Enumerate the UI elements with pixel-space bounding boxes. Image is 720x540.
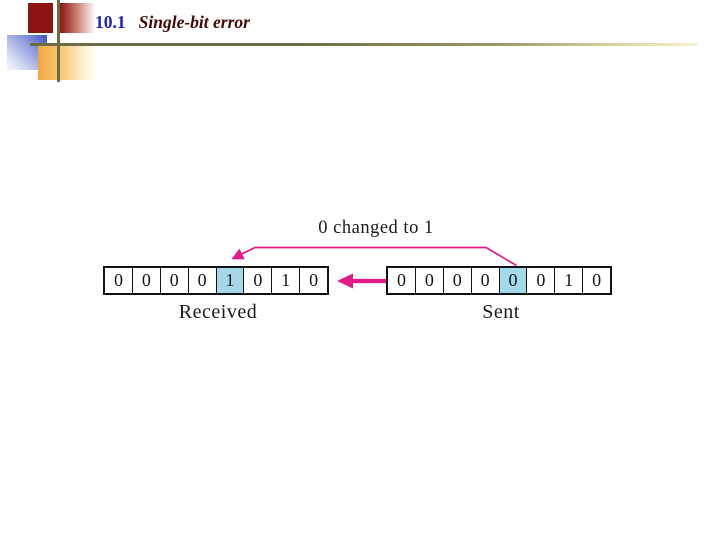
sent-label: Sent [482, 301, 520, 323]
bit-cell: 1 [272, 268, 301, 293]
page-title: Single-bit error [138, 12, 250, 32]
bit-cell: 0 [415, 268, 444, 293]
decor-red-fade [60, 3, 97, 33]
bit-cell: 0 [443, 268, 472, 293]
bit-cell: 0 [471, 268, 500, 293]
decor-vertical-line [57, 0, 60, 82]
decor-red-square [28, 3, 53, 33]
received-register: 0 0 0 0 1 0 1 0 [103, 266, 330, 295]
bit-cell-error: 1 [216, 268, 245, 293]
diagram-caption: 0 changed to 1 [318, 218, 434, 238]
bit-cell: 0 [132, 268, 161, 293]
slide-header: 10.1 Single-bit error [95, 12, 250, 33]
transfer-arrow-head [337, 273, 353, 289]
received-label: Received [178, 301, 258, 323]
bit-cell: 0 [188, 268, 217, 293]
decor-yellow-square [38, 43, 95, 80]
bit-cell: 0 [583, 268, 611, 293]
bit-cell: 0 [527, 268, 556, 293]
bit-cell: 1 [555, 268, 584, 293]
bit-cell: 0 [388, 268, 416, 293]
change-pointer-line [231, 246, 517, 267]
decor-horizontal-rule [30, 43, 698, 46]
bit-cell-original: 0 [499, 268, 528, 293]
section-number: 10.1 [95, 12, 126, 32]
sent-register: 0 0 0 0 0 0 1 0 [386, 266, 613, 295]
bit-cell: 0 [244, 268, 273, 293]
bit-cell: 0 [160, 268, 189, 293]
bit-cell: 0 [300, 268, 328, 293]
bit-cell: 0 [105, 268, 133, 293]
